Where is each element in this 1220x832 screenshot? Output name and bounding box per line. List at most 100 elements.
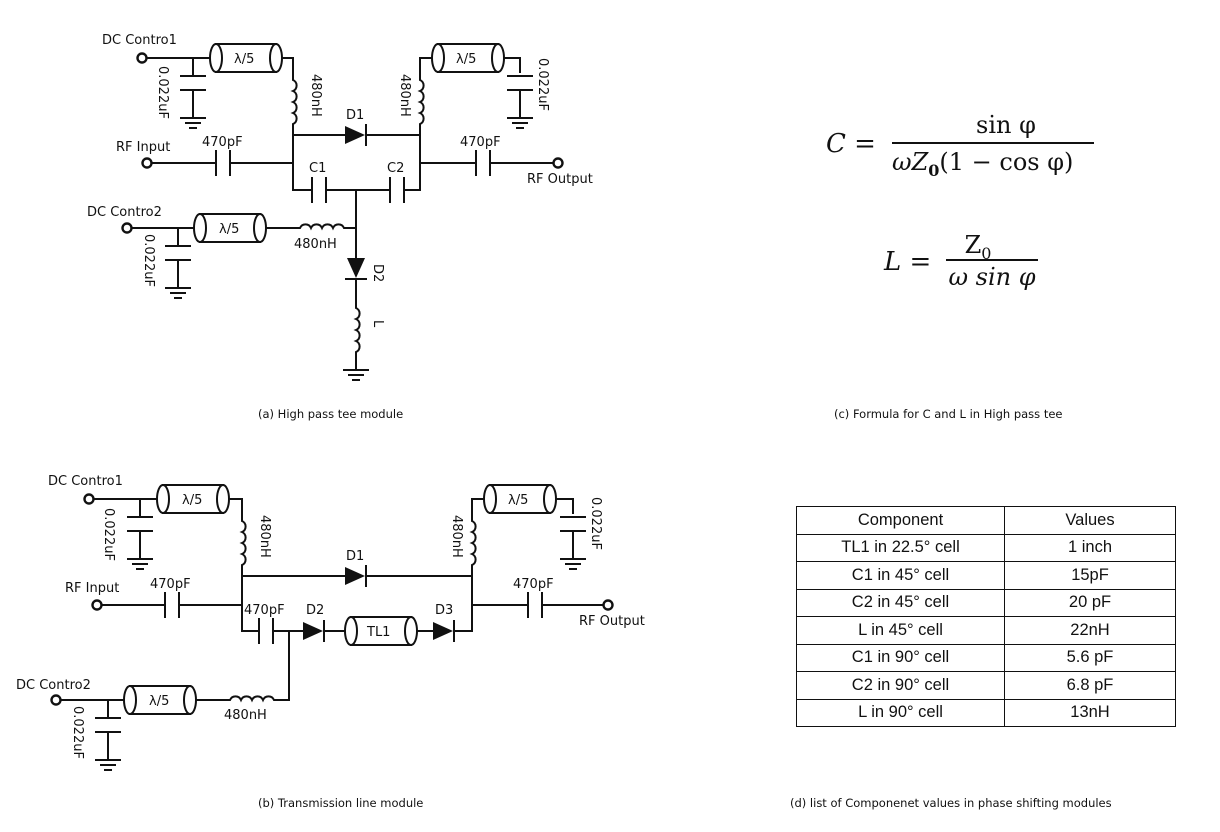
label-rf-output-a: RF Output bbox=[527, 172, 593, 187]
label-dc-block-a2: 470pF bbox=[460, 135, 501, 150]
cell-component: C2 in 90° cell bbox=[796, 671, 1005, 700]
panel-a-high-pass-tee: DC Contro1 0.022uF λ/5 480nH D1 480nH λ/… bbox=[87, 33, 593, 421]
caption-d: (d) list of Componenet values in phase s… bbox=[790, 796, 1112, 810]
formula-l: L = Z0 ω sin φ bbox=[883, 231, 1038, 291]
choke-inductor-a1 bbox=[292, 73, 298, 131]
cell-component: C1 in 90° cell bbox=[796, 643, 1005, 672]
label-choke-b1: 480nH bbox=[257, 515, 272, 558]
label-tline-b3: λ/5 bbox=[149, 694, 169, 709]
choke-inductor-b1 bbox=[241, 514, 247, 572]
terminal-dc-control2-a bbox=[121, 222, 133, 234]
terminal-dc-control1-b bbox=[83, 493, 95, 505]
label-c2-a: C2 bbox=[387, 161, 404, 176]
label-dc-block-a1: 470pF bbox=[202, 135, 243, 150]
terminal-dc-control2-b bbox=[50, 694, 62, 706]
diode-d3-b bbox=[432, 620, 455, 642]
label-l-a: L bbox=[370, 320, 385, 328]
panel-c-formulas: C = sin φ ωZ0(1 − cos φ) L = Z0 ω sin φ … bbox=[826, 111, 1094, 421]
cell-component: TL1 in 22.5° cell bbox=[796, 533, 1005, 562]
dc-block-cap-a1 bbox=[215, 150, 231, 176]
bias-capacitor-b3 bbox=[96, 700, 120, 770]
label-bias-cap-a2: 0.022uF bbox=[535, 58, 550, 111]
label-bias-cap-b3: 0.022uF bbox=[70, 706, 85, 759]
label-dc-block-b1: 470pF bbox=[150, 577, 191, 592]
label-bias-cap-b1: 0.022uF bbox=[101, 508, 116, 561]
terminal-rf-input-a bbox=[141, 157, 153, 169]
formula-l-numerator: Z0 bbox=[965, 231, 992, 263]
label-choke-a1: 480nH bbox=[308, 74, 323, 117]
label-bias-cap-a1: 0.022uF bbox=[155, 66, 170, 119]
label-rf-input-b: RF Input bbox=[65, 581, 119, 596]
dc-block-cap-b1 bbox=[164, 592, 180, 618]
cell-value: 1 inch bbox=[1004, 533, 1176, 562]
label-tline-a3: λ/5 bbox=[219, 222, 239, 237]
cell-value: 6.8 pF bbox=[1004, 671, 1176, 700]
label-dc-control2-b: DC Contro2 bbox=[16, 678, 91, 693]
cell-value: 13nH bbox=[1004, 698, 1176, 727]
diode-d1-b bbox=[344, 565, 367, 587]
capacitor-c2-a bbox=[389, 177, 405, 203]
label-dc-control1-b: DC Contro1 bbox=[48, 474, 123, 489]
label-rf-output-b: RF Output bbox=[579, 614, 645, 629]
bias-capacitor-b1 bbox=[128, 499, 152, 569]
cell-value: 15pF bbox=[1004, 561, 1176, 590]
cell-component: L in 45° cell bbox=[796, 616, 1005, 645]
bias-capacitor-a3 bbox=[166, 228, 190, 298]
cell-component: L in 90° cell bbox=[796, 698, 1005, 727]
label-tline-a2: λ/5 bbox=[456, 52, 476, 67]
diode-d2-b bbox=[302, 620, 325, 642]
label-tl1-b: TL1 bbox=[366, 625, 390, 640]
formula-c: C = sin φ ωZ0(1 − cos φ) bbox=[826, 111, 1094, 180]
capacitor-c1-a bbox=[311, 177, 327, 203]
cell-value: 20 pF bbox=[1004, 588, 1176, 617]
choke-inductor-b2 bbox=[471, 514, 477, 572]
formula-c-denominator: ωZ0(1 − cos φ) bbox=[892, 148, 1073, 180]
label-d1-b: D1 bbox=[346, 549, 364, 564]
label-tline-b1: λ/5 bbox=[182, 493, 202, 508]
cell-value: 22nH bbox=[1004, 616, 1176, 645]
terminal-rf-output-b bbox=[602, 599, 614, 611]
label-choke-b2: 480nH bbox=[449, 515, 464, 558]
choke-inductor-a3 bbox=[293, 223, 351, 229]
series-cap-b bbox=[258, 618, 274, 644]
label-c1-a: C1 bbox=[309, 161, 326, 176]
diode-d2-a bbox=[345, 257, 367, 280]
terminal-rf-output-a bbox=[552, 157, 564, 169]
dc-block-cap-a2 bbox=[475, 150, 491, 176]
label-d1-a: D1 bbox=[346, 108, 364, 123]
label-dc-control1-a: DC Contro1 bbox=[102, 33, 177, 48]
caption-b: (b) Transmission line module bbox=[258, 796, 423, 810]
label-series-cap-b: 470pF bbox=[244, 603, 285, 618]
dc-block-cap-b2 bbox=[527, 592, 543, 618]
cell-value: 5.6 pF bbox=[1004, 643, 1176, 672]
table-header-row: Component Values bbox=[796, 506, 1176, 535]
label-choke-a3: 480nH bbox=[294, 237, 337, 252]
label-tline-b2: λ/5 bbox=[508, 493, 528, 508]
label-rf-input-a: RF Input bbox=[116, 140, 170, 155]
label-bias-cap-a3: 0.022uF bbox=[141, 234, 156, 287]
cell-component: C2 in 45° cell bbox=[796, 588, 1005, 617]
caption-c: (c) Formula for C and L in High pass tee bbox=[834, 407, 1062, 421]
inductor-l-a bbox=[355, 301, 361, 359]
label-d3-b: D3 bbox=[435, 603, 453, 618]
label-d2-a: D2 bbox=[370, 264, 385, 282]
choke-inductor-a2 bbox=[419, 73, 425, 131]
label-choke-a2: 480nH bbox=[397, 74, 412, 117]
choke-inductor-b3 bbox=[223, 695, 281, 701]
cell-component: C1 in 45° cell bbox=[796, 561, 1005, 590]
bias-capacitor-a1 bbox=[181, 58, 205, 128]
formula-l-lhs: L = bbox=[883, 247, 931, 277]
label-choke-b3: 480nH bbox=[224, 708, 267, 723]
terminal-dc-control1-a bbox=[136, 52, 148, 64]
label-bias-cap-b2: 0.022uF bbox=[588, 497, 603, 550]
formula-c-lhs: C = bbox=[826, 129, 876, 159]
